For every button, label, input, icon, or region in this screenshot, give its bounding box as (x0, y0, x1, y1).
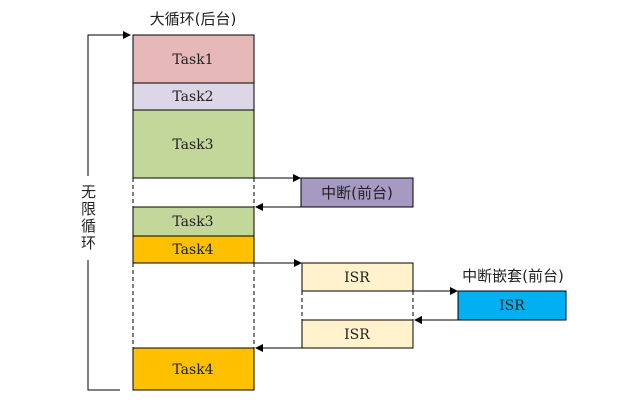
task3-block (132, 109, 255, 179)
isr-resume-block (301, 319, 414, 349)
task3-resume-label: Task3 (172, 214, 213, 230)
interrupt-block (300, 177, 414, 208)
nested-title: 中断嵌套(前台) (462, 267, 564, 285)
nested-isr-block (457, 290, 567, 321)
task3-resume-block (132, 206, 255, 237)
loop-label: 无限循环 (79, 184, 97, 252)
interrupt-label: 中断(前台) (321, 184, 393, 202)
task2-block (132, 82, 255, 111)
task1-label: Task1 (172, 52, 213, 68)
task4-resume-block (132, 347, 255, 391)
loop-bracket (87, 31, 131, 391)
suspended-gaps (132, 178, 414, 348)
nested-isr-label: ISR (499, 298, 525, 314)
task4-resume-label: Task4 (172, 362, 213, 378)
flow-arrows (254, 174, 458, 352)
task3-label: Task3 (172, 137, 213, 153)
task1-block (132, 34, 255, 84)
main-loop-title: 大循环(后台) (150, 10, 237, 28)
task4-label: Task4 (172, 242, 213, 258)
task2-label: Task2 (172, 89, 213, 105)
isr-label: ISR (344, 270, 370, 286)
isr-resume-label: ISR (344, 327, 370, 343)
task4-block (132, 235, 255, 264)
isr-block (301, 262, 414, 292)
